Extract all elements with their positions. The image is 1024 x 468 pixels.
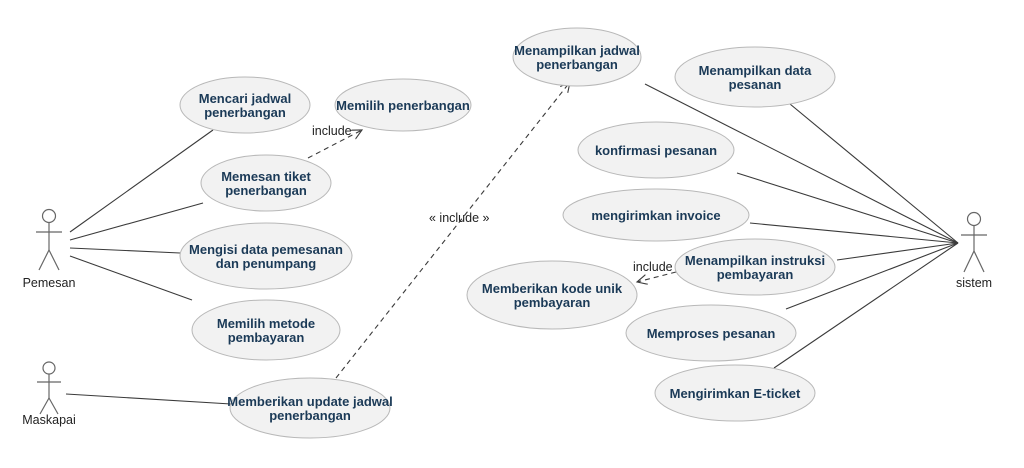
use-case-label: Memberikan kode unik <box>482 281 623 296</box>
assoc-sistem-invoice <box>749 222 959 244</box>
include-instruksi-kode <box>637 271 677 282</box>
use-case-label: Memesan tiket <box>221 169 311 184</box>
include-memesan-memilih <box>307 130 362 159</box>
use-case-label: Memilih metode <box>217 316 315 331</box>
assoc-pemesan-mencari <box>69 129 214 233</box>
assoc-sistem-konfirmasi <box>736 172 959 244</box>
use-case-label: Mencari jadwal <box>199 91 291 106</box>
include-label-update: « include » <box>429 211 490 225</box>
include-label-kode: include <box>633 260 673 274</box>
use-case-label: dan penumpang <box>216 256 316 271</box>
use-case-label: Menampilkan data <box>699 63 812 78</box>
assoc-sistem-instruksi <box>836 242 959 261</box>
assoc-pemesan-memilih-metode <box>69 255 193 301</box>
actor-label: Pemesan <box>23 276 76 290</box>
use-case-label: Memberikan update jadwal <box>227 394 392 409</box>
use-case-label: penerbangan <box>225 183 307 198</box>
stick-figure-icon <box>37 361 61 415</box>
use-case-label: Memilih penerbangan <box>336 98 470 113</box>
assoc-pemesan-mengisi <box>69 247 181 254</box>
use-case-label: Menampilkan instruksi <box>685 253 825 268</box>
use-case-label: penerbangan <box>269 408 351 423</box>
associations-pemesan <box>69 129 214 301</box>
use-case-mengirimkan-eticket[interactable]: Mengirimkan E-ticket <box>654 364 816 422</box>
use-case-label: penerbangan <box>536 57 618 72</box>
actor-label: sistem <box>956 276 992 290</box>
use-case-label: Menampilkan jadwal <box>514 43 640 58</box>
actor-label: Maskapai <box>22 413 76 427</box>
assoc-maskapai-update <box>65 393 232 405</box>
stick-figure-icon <box>961 211 987 273</box>
use-case-label: penerbangan <box>204 105 286 120</box>
use-case-label: pesanan <box>729 77 782 92</box>
use-case-mengirimkan-invoice[interactable]: mengirimkan invoice <box>562 188 750 242</box>
use-case-konfirmasi-pesanan[interactable]: konfirmasi pesanan <box>577 121 735 179</box>
actor-maskapai[interactable]: Maskapai <box>22 361 76 427</box>
actor-sistem[interactable]: sistem <box>956 211 992 291</box>
assoc-sistem-memproses <box>785 242 959 310</box>
assoc-sistem-menampilkan-jadwal <box>644 83 959 244</box>
use-case-label: konfirmasi pesanan <box>595 143 717 158</box>
use-case-label: mengirimkan invoice <box>591 208 720 223</box>
use-case-memilih-penerbangan[interactable]: Memilih penerbangan <box>334 78 472 132</box>
stick-figure-icon <box>36 208 62 271</box>
assoc-pemesan-memesan <box>69 202 204 241</box>
include-label-memilih: include <box>312 124 352 138</box>
use-case-label: Memproses pesanan <box>647 326 776 341</box>
use-case-label: Mengisi data pemesanan <box>189 242 343 257</box>
use-case-label: pembayaran <box>514 295 591 310</box>
actor-pemesan[interactable]: Pemesan <box>23 208 76 291</box>
assoc-sistem-data-pesanan <box>789 103 959 244</box>
use-case-label: pembayaran <box>228 330 305 345</box>
associations-sistem <box>644 83 959 369</box>
use-case-label: Mengirimkan E-ticket <box>670 386 801 401</box>
use-case-label: pembayaran <box>717 267 794 282</box>
use-case-memproses-pesanan[interactable]: Memproses pesanan <box>625 304 797 362</box>
assoc-sistem-eticket <box>773 242 959 369</box>
